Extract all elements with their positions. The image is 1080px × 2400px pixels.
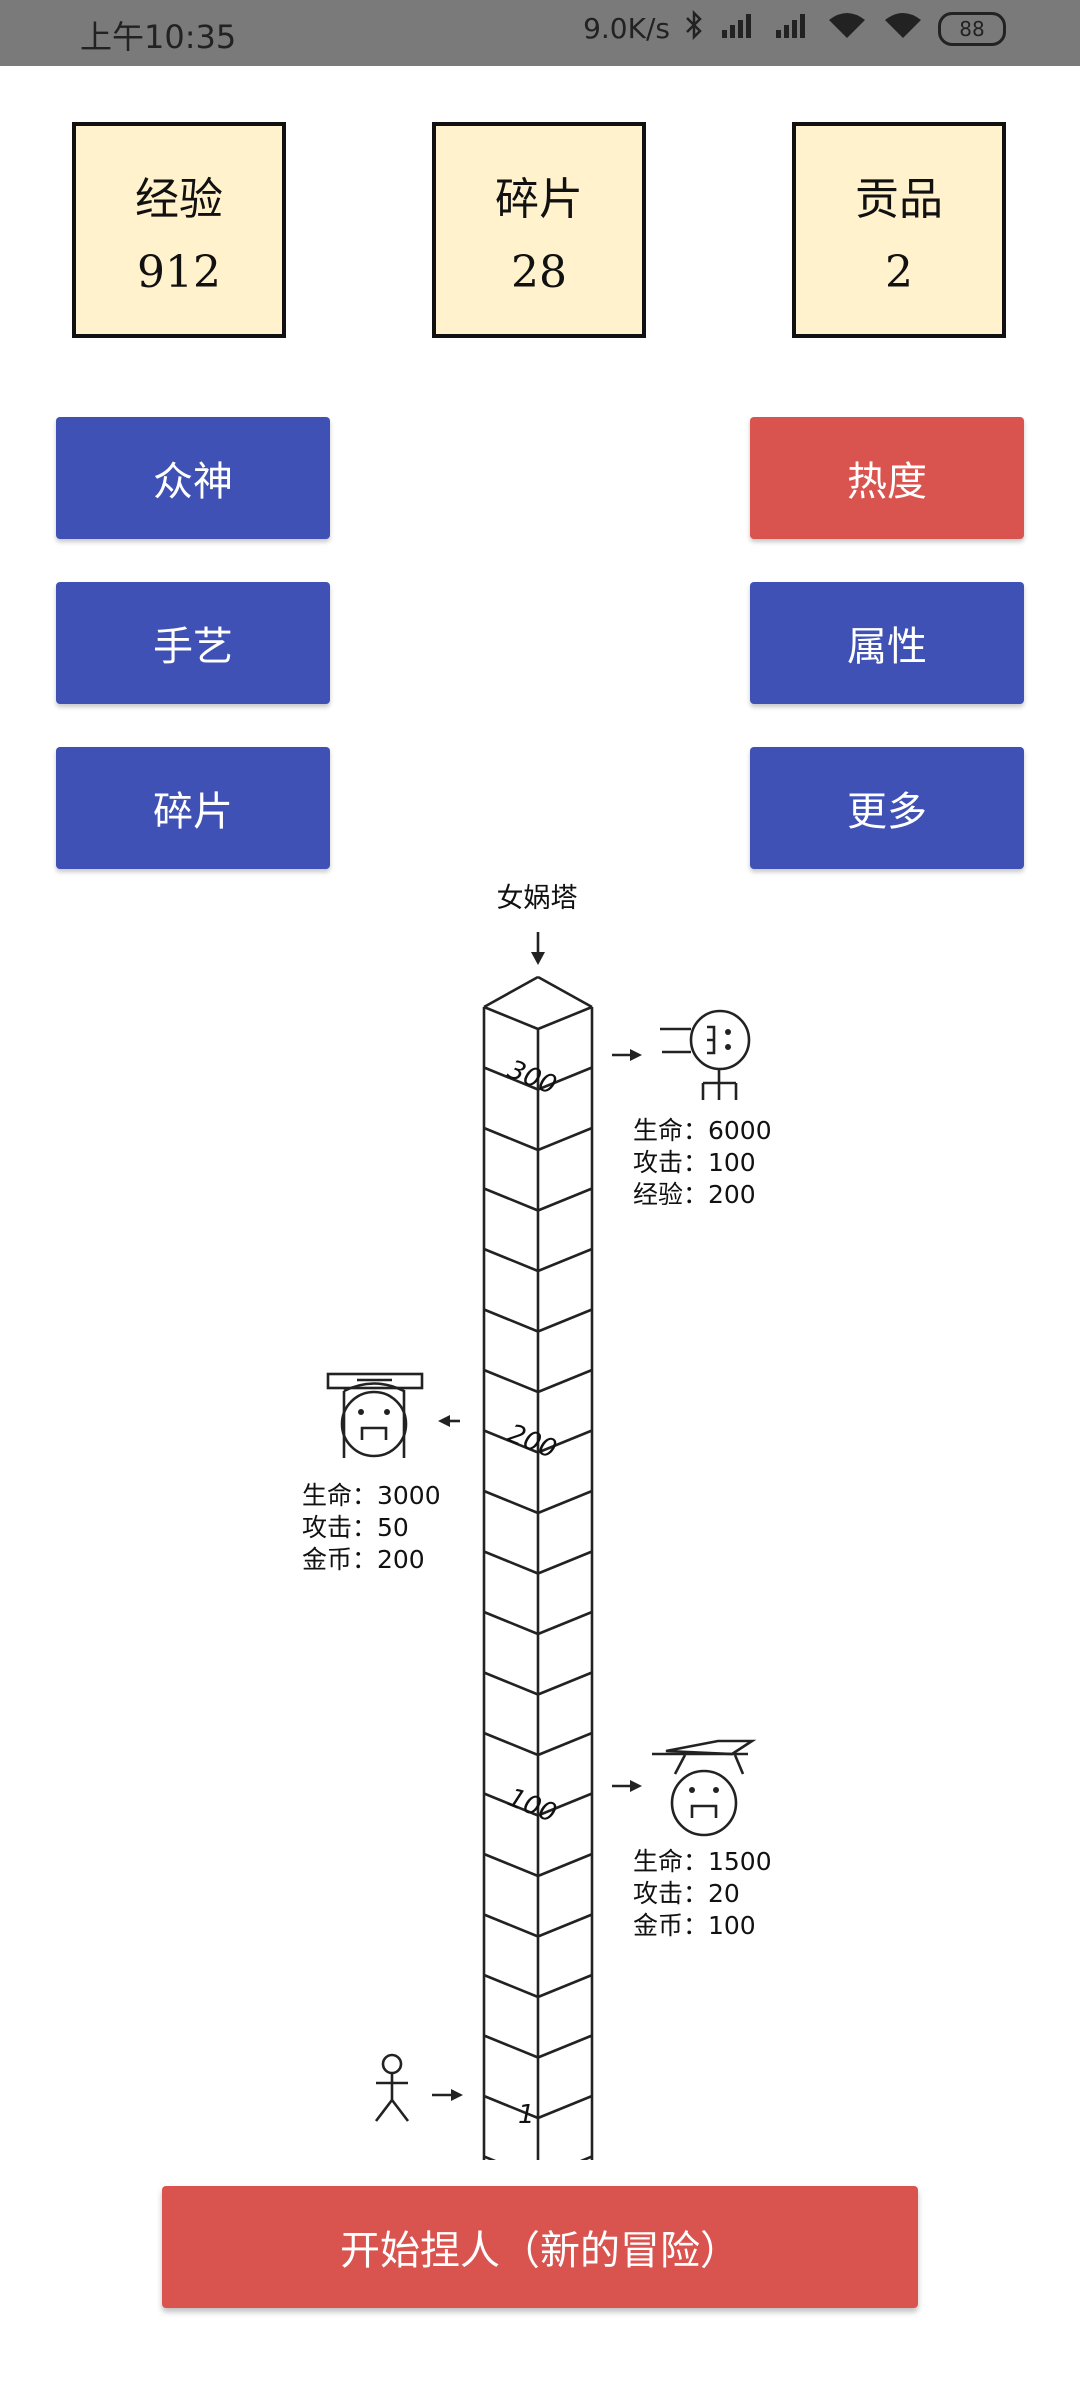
floor-label-100: 100 (503, 1783, 560, 1829)
fragments-button[interactable]: 碎片 (56, 747, 330, 869)
boss-100-icon (652, 1739, 757, 1837)
boss-300-icon (660, 1009, 751, 1100)
boss-200-reward: 金币：200 (302, 1545, 425, 1574)
boss-100-attack: 攻击：20 (633, 1879, 740, 1908)
heat-button[interactable]: 热度 (750, 417, 1024, 539)
stat-tribute: 贡品 2 (792, 122, 1006, 338)
stat-experience: 经验 912 (72, 122, 286, 338)
more-button[interactable]: 更多 (750, 747, 1024, 869)
net-speed: 9.0K/s (583, 12, 670, 45)
stat-tribute-value: 2 (885, 246, 913, 298)
tower-title: 女娲塔 (497, 883, 578, 914)
arrow-to-floor-1 (432, 2089, 463, 2101)
boss-300-reward: 经验：200 (633, 1180, 756, 1209)
stat-tribute-label: 贡品 (855, 173, 943, 225)
attributes-button[interactable]: 属性 (750, 582, 1024, 704)
battery-icon: 88 (938, 11, 1006, 46)
start-adventure-button[interactable]: 开始捏人（新的冒险） (162, 2186, 918, 2308)
bluetooth-icon (684, 9, 704, 47)
arrow-to-boss-200 (438, 1415, 460, 1427)
signal-icon (718, 10, 758, 47)
status-bar: 上午10:35 9.0K/s 88 (0, 0, 1080, 66)
boss-300-attack: 攻击：100 (633, 1148, 756, 1177)
arrow-to-boss-100 (612, 1780, 642, 1792)
stat-fragments-label: 碎片 (495, 173, 583, 225)
stat-experience-label: 经验 (135, 173, 223, 225)
craft-button[interactable]: 手艺 (56, 582, 330, 704)
wifi-icon (826, 10, 868, 47)
boss-100-reward: 金币：100 (633, 1911, 756, 1940)
stat-fragments-value: 28 (511, 246, 567, 298)
tower-illustration: 女娲塔 300 200 100 1 生命：6000 攻击：100 经验：200 (302, 883, 772, 2160)
stat-fragments: 碎片 28 (432, 122, 646, 338)
wifi-icon-2 (882, 10, 924, 47)
boss-200-attack: 攻击：50 (302, 1513, 409, 1542)
floor-label-200: 200 (503, 1419, 560, 1465)
signal-icon-2 (772, 10, 812, 47)
floor-label-300: 300 (503, 1055, 560, 1101)
floor-label-1: 1 (518, 2100, 535, 2130)
boss-100-life: 生命：1500 (633, 1847, 772, 1876)
boss-200-icon (326, 1372, 424, 1458)
status-icons: 9.0K/s 88 (583, 9, 1006, 47)
stat-experience-value: 912 (137, 246, 221, 298)
player-stick-figure-icon (374, 2053, 410, 2122)
status-time: 上午10:35 (80, 18, 237, 56)
boss-300-life: 生命：6000 (633, 1116, 772, 1145)
tower-column (482, 975, 594, 2160)
gods-button[interactable]: 众神 (56, 417, 330, 539)
boss-200-life: 生命：3000 (302, 1481, 441, 1510)
arrow-to-boss-300 (612, 1049, 642, 1061)
tower-title-arrow (531, 932, 545, 965)
